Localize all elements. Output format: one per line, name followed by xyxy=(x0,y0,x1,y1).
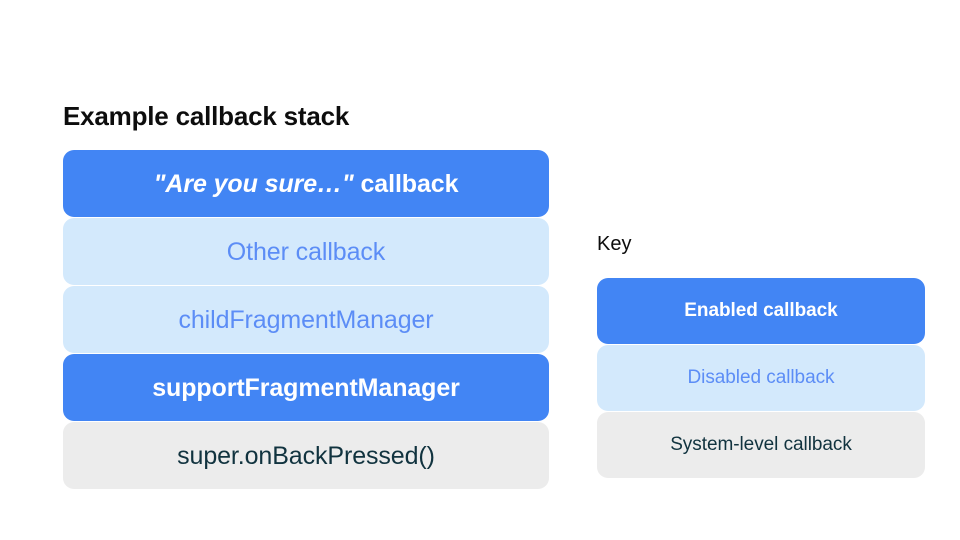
stack-item-support-fragment-manager[interactable]: supportFragmentManager xyxy=(63,354,549,421)
key-item-system-level-callback: System-level callback xyxy=(597,412,925,478)
key-section: Key Enabled callback Disabled callback S… xyxy=(597,232,925,478)
stack-item-super-on-back-pressed[interactable]: super.onBackPressed() xyxy=(63,422,549,489)
stack-item-label: supportFragmentManager xyxy=(152,373,460,402)
stack-item-label-suffix: callback xyxy=(353,169,459,198)
stack-item-other-callback[interactable]: Other callback xyxy=(63,218,549,285)
key-item-label: Disabled callback xyxy=(687,367,835,388)
stack-item-are-you-sure-callback[interactable]: "Are you sure…" callback xyxy=(63,150,549,217)
stack-item-child-fragment-manager[interactable]: childFragmentManager xyxy=(63,286,549,353)
callback-stack-list: "Are you sure…" callback Other callback … xyxy=(63,150,549,489)
key-item-label: Enabled callback xyxy=(684,300,838,321)
page-title: Example callback stack xyxy=(63,101,350,131)
key-list: Enabled callback Disabled callback Syste… xyxy=(597,278,925,478)
stack-item-label: "Are you sure…" callback xyxy=(154,169,459,199)
key-title: Key xyxy=(597,233,632,255)
stack-item-label: childFragmentManager xyxy=(178,305,434,334)
stack-item-label-emphasis: "Are you sure…" xyxy=(153,169,354,198)
key-item-label: System-level callback xyxy=(670,434,852,455)
callback-stack-section: Example callback stack "Are you sure…" c… xyxy=(63,100,549,489)
key-item-disabled-callback: Disabled callback xyxy=(597,345,925,411)
stack-item-label: super.onBackPressed() xyxy=(177,441,435,470)
stack-item-label: Other callback xyxy=(226,237,386,266)
key-item-enabled-callback: Enabled callback xyxy=(597,278,925,344)
